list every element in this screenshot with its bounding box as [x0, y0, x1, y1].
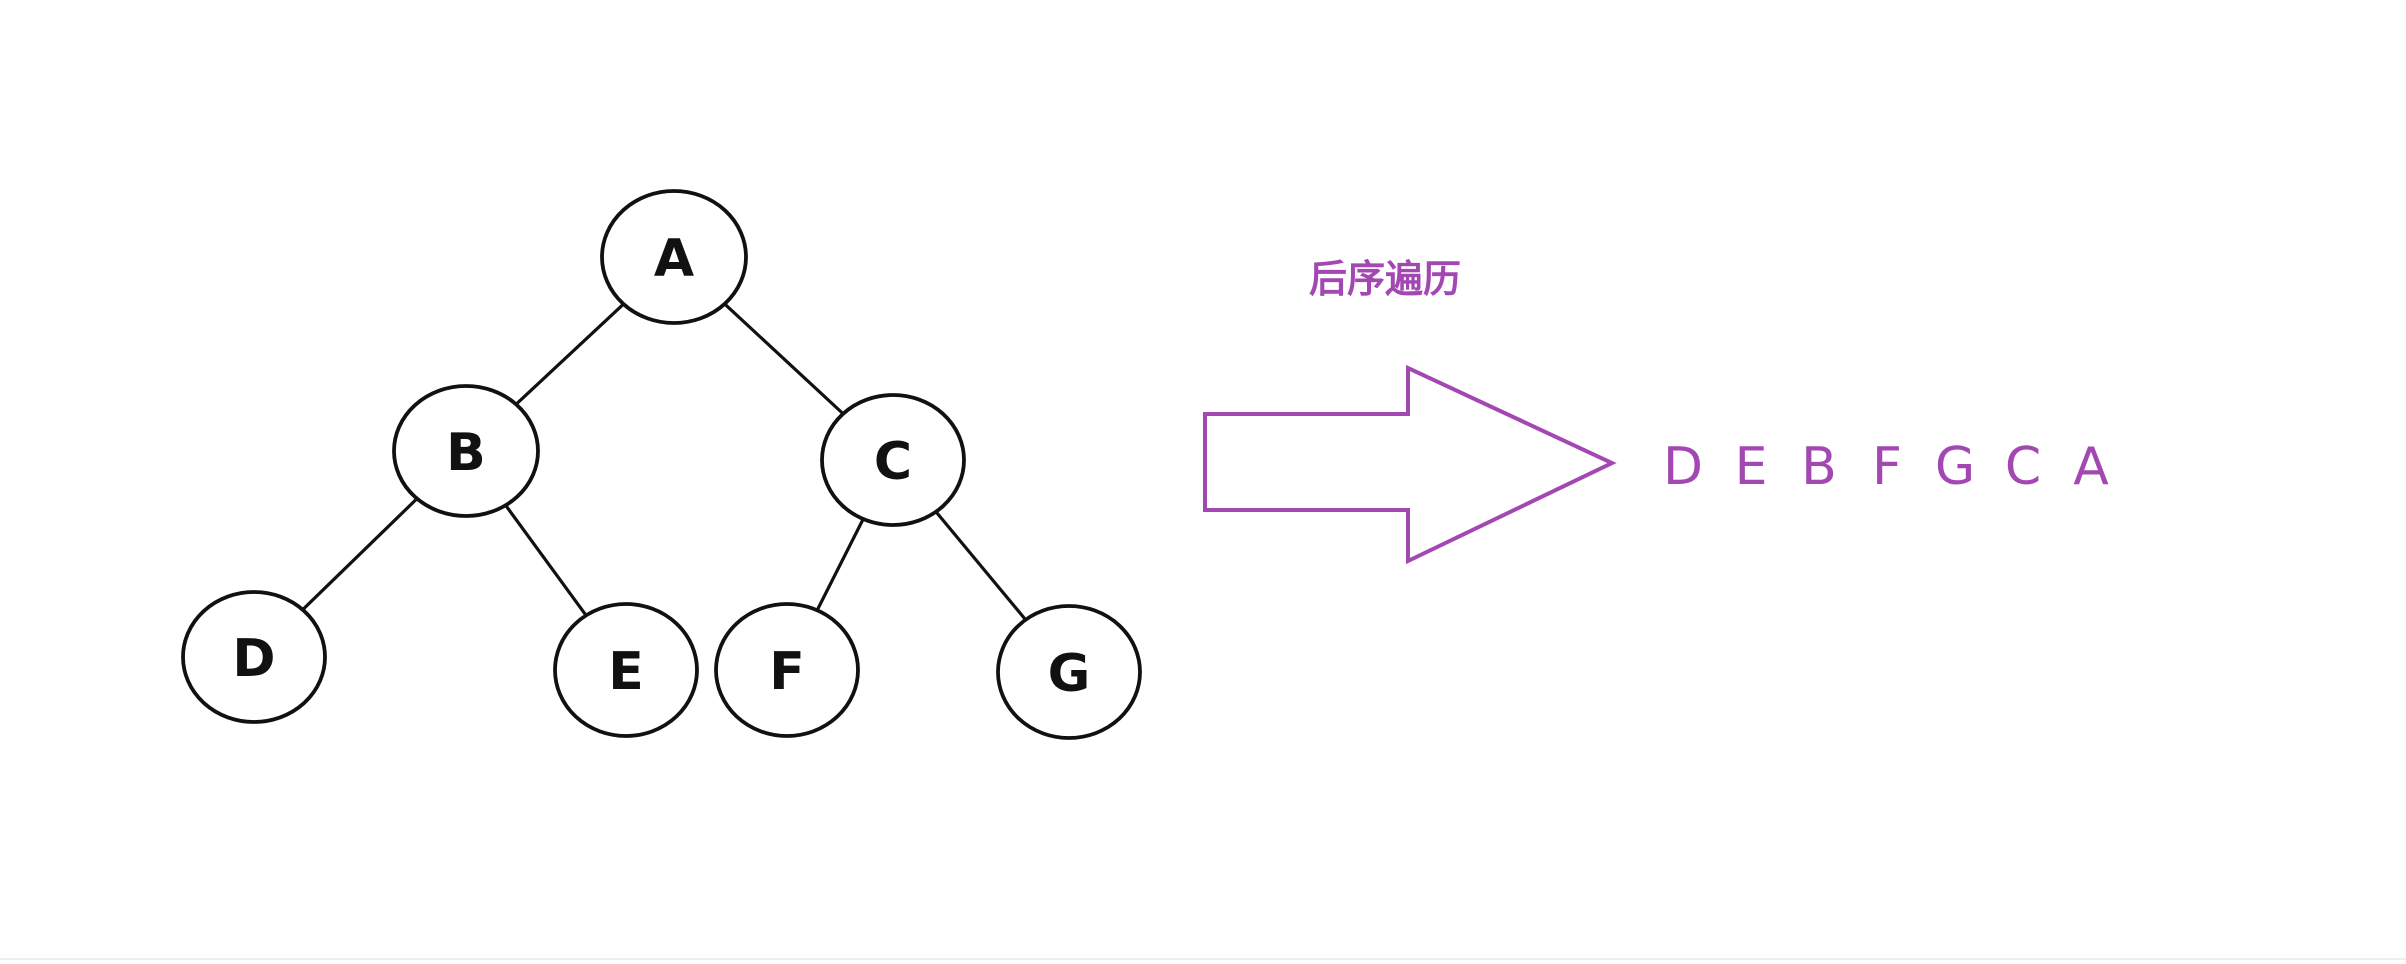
- node-circle: [820, 393, 966, 527]
- tree-edge-b-d: [301, 497, 419, 612]
- sequence-item: E: [1735, 437, 1768, 497]
- node-label: B: [446, 423, 486, 483]
- node-circle: [553, 602, 699, 738]
- node-label: C: [874, 432, 912, 492]
- tree-edge-c-g: [934, 510, 1028, 622]
- node-circle: [600, 189, 748, 325]
- sequence-item: F: [1872, 437, 1902, 497]
- tree-edge-c-f: [815, 517, 865, 612]
- sequence-item: C: [2005, 437, 2041, 497]
- node-circle: [181, 590, 327, 724]
- tree-edges: [301, 302, 1028, 622]
- tree-node-g: G: [996, 604, 1142, 740]
- node-circle: [714, 602, 860, 738]
- node-label: E: [608, 642, 644, 702]
- tree-edge-a-c: [723, 302, 845, 416]
- node-label: D: [232, 629, 275, 689]
- sequence-item: B: [1801, 437, 1837, 497]
- node-circle: [392, 384, 540, 518]
- tree-node-b: B: [392, 384, 540, 518]
- tree-edge-b-e: [504, 503, 588, 618]
- traversal-title: 后序遍历: [1309, 257, 1461, 301]
- sequence-item: D: [1663, 437, 1703, 497]
- sequence-item: G: [1935, 437, 1975, 497]
- node-circle: [996, 604, 1142, 740]
- node-label: G: [1048, 644, 1091, 704]
- tree-node-d: D: [181, 590, 327, 724]
- sequence-item: A: [2073, 437, 2109, 497]
- tree-node-a: A: [600, 189, 748, 325]
- node-label: A: [654, 229, 694, 289]
- tree-node-c: C: [820, 393, 966, 527]
- right-arrow-icon: [1203, 364, 1617, 565]
- bottom-divider: [0, 958, 2406, 960]
- node-label: F: [769, 642, 805, 702]
- tree-node-f: F: [714, 602, 860, 738]
- tree-nodes: A B C D E F G: [181, 189, 1142, 740]
- tree-node-e: E: [553, 602, 699, 738]
- tree-edge-a-b: [514, 302, 626, 406]
